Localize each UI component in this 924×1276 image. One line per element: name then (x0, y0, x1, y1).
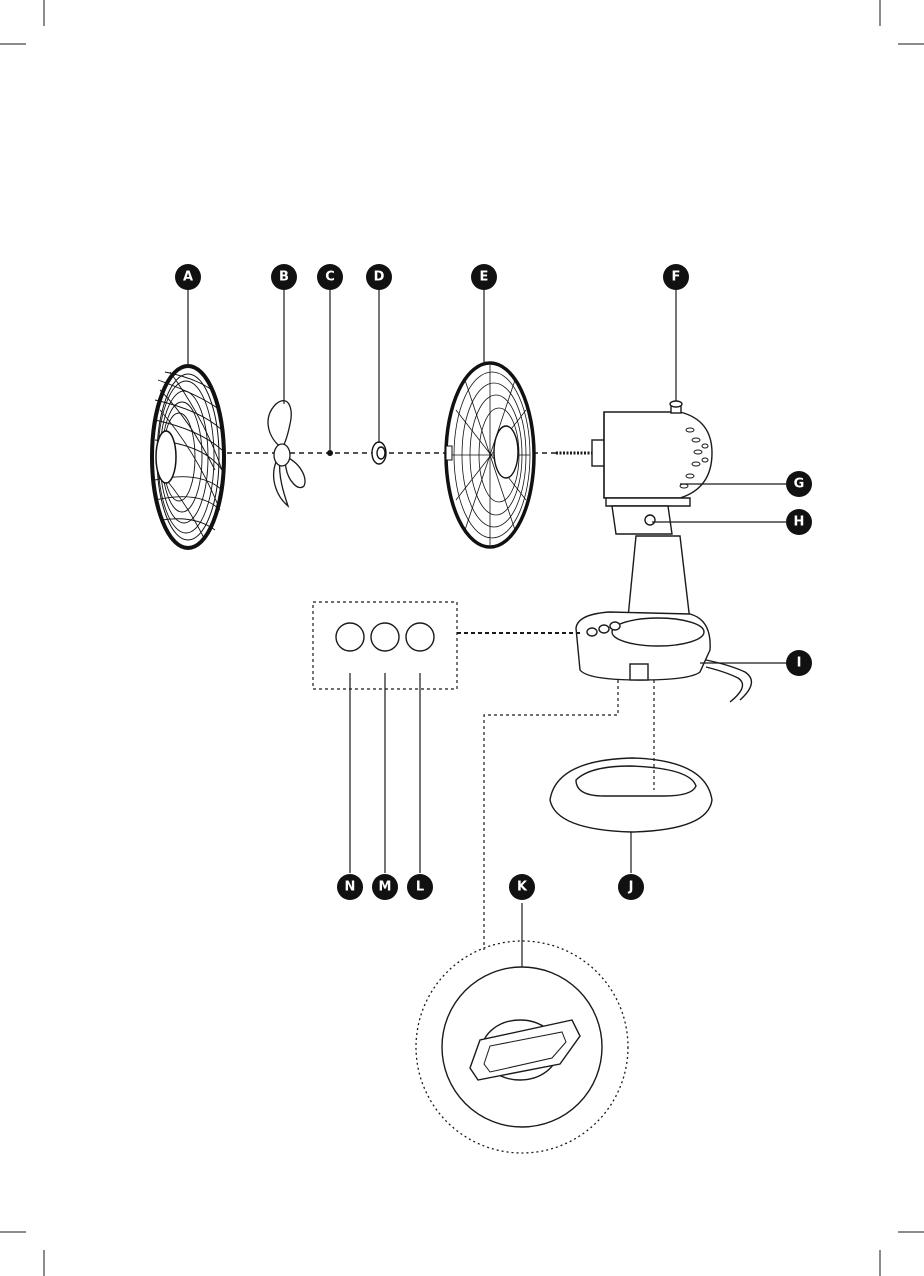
label-a: A (175, 264, 201, 290)
svg-text:E: E (480, 270, 489, 285)
grille-nut (372, 442, 386, 464)
base (550, 758, 712, 832)
label-m: M (372, 874, 398, 900)
label-l: L (407, 874, 433, 900)
label-i: I (786, 650, 812, 676)
control-button-n (336, 623, 364, 651)
svg-text:L: L (416, 880, 424, 895)
control-body (576, 612, 710, 680)
oscillation-knob (670, 401, 682, 413)
label-b: B (271, 264, 297, 290)
label-f: F (663, 264, 689, 290)
svg-text:C: C (325, 270, 335, 285)
svg-text:D: D (374, 270, 385, 285)
label-g: G (786, 471, 812, 497)
label-n: N (337, 874, 363, 900)
part-labels: A B C D E F G H I J K L M N (175, 264, 812, 900)
svg-text:K: K (517, 880, 528, 895)
svg-text:N: N (345, 880, 356, 895)
svg-text:H: H (794, 515, 805, 530)
rear-grille (446, 363, 534, 547)
motor-housing (556, 412, 712, 506)
front-grille (152, 366, 224, 548)
svg-text:I: I (797, 656, 802, 671)
tilt-joint (612, 506, 672, 534)
svg-text:G: G (794, 477, 805, 492)
base-lock-detail (416, 941, 628, 1153)
label-d: D (366, 264, 392, 290)
label-c: C (317, 264, 343, 290)
svg-text:A: A (183, 270, 193, 285)
svg-text:F: F (672, 270, 681, 285)
power-cord (706, 660, 751, 702)
svg-text:M: M (379, 880, 392, 895)
control-button-l (406, 623, 434, 651)
control-button-m (371, 623, 399, 651)
control-panel-detail (313, 602, 580, 689)
label-j: J (618, 874, 644, 900)
label-k: K (509, 874, 535, 900)
svg-text:B: B (279, 270, 289, 285)
label-h: H (786, 509, 812, 535)
label-e: E (471, 264, 497, 290)
svg-text:J: J (628, 880, 634, 895)
